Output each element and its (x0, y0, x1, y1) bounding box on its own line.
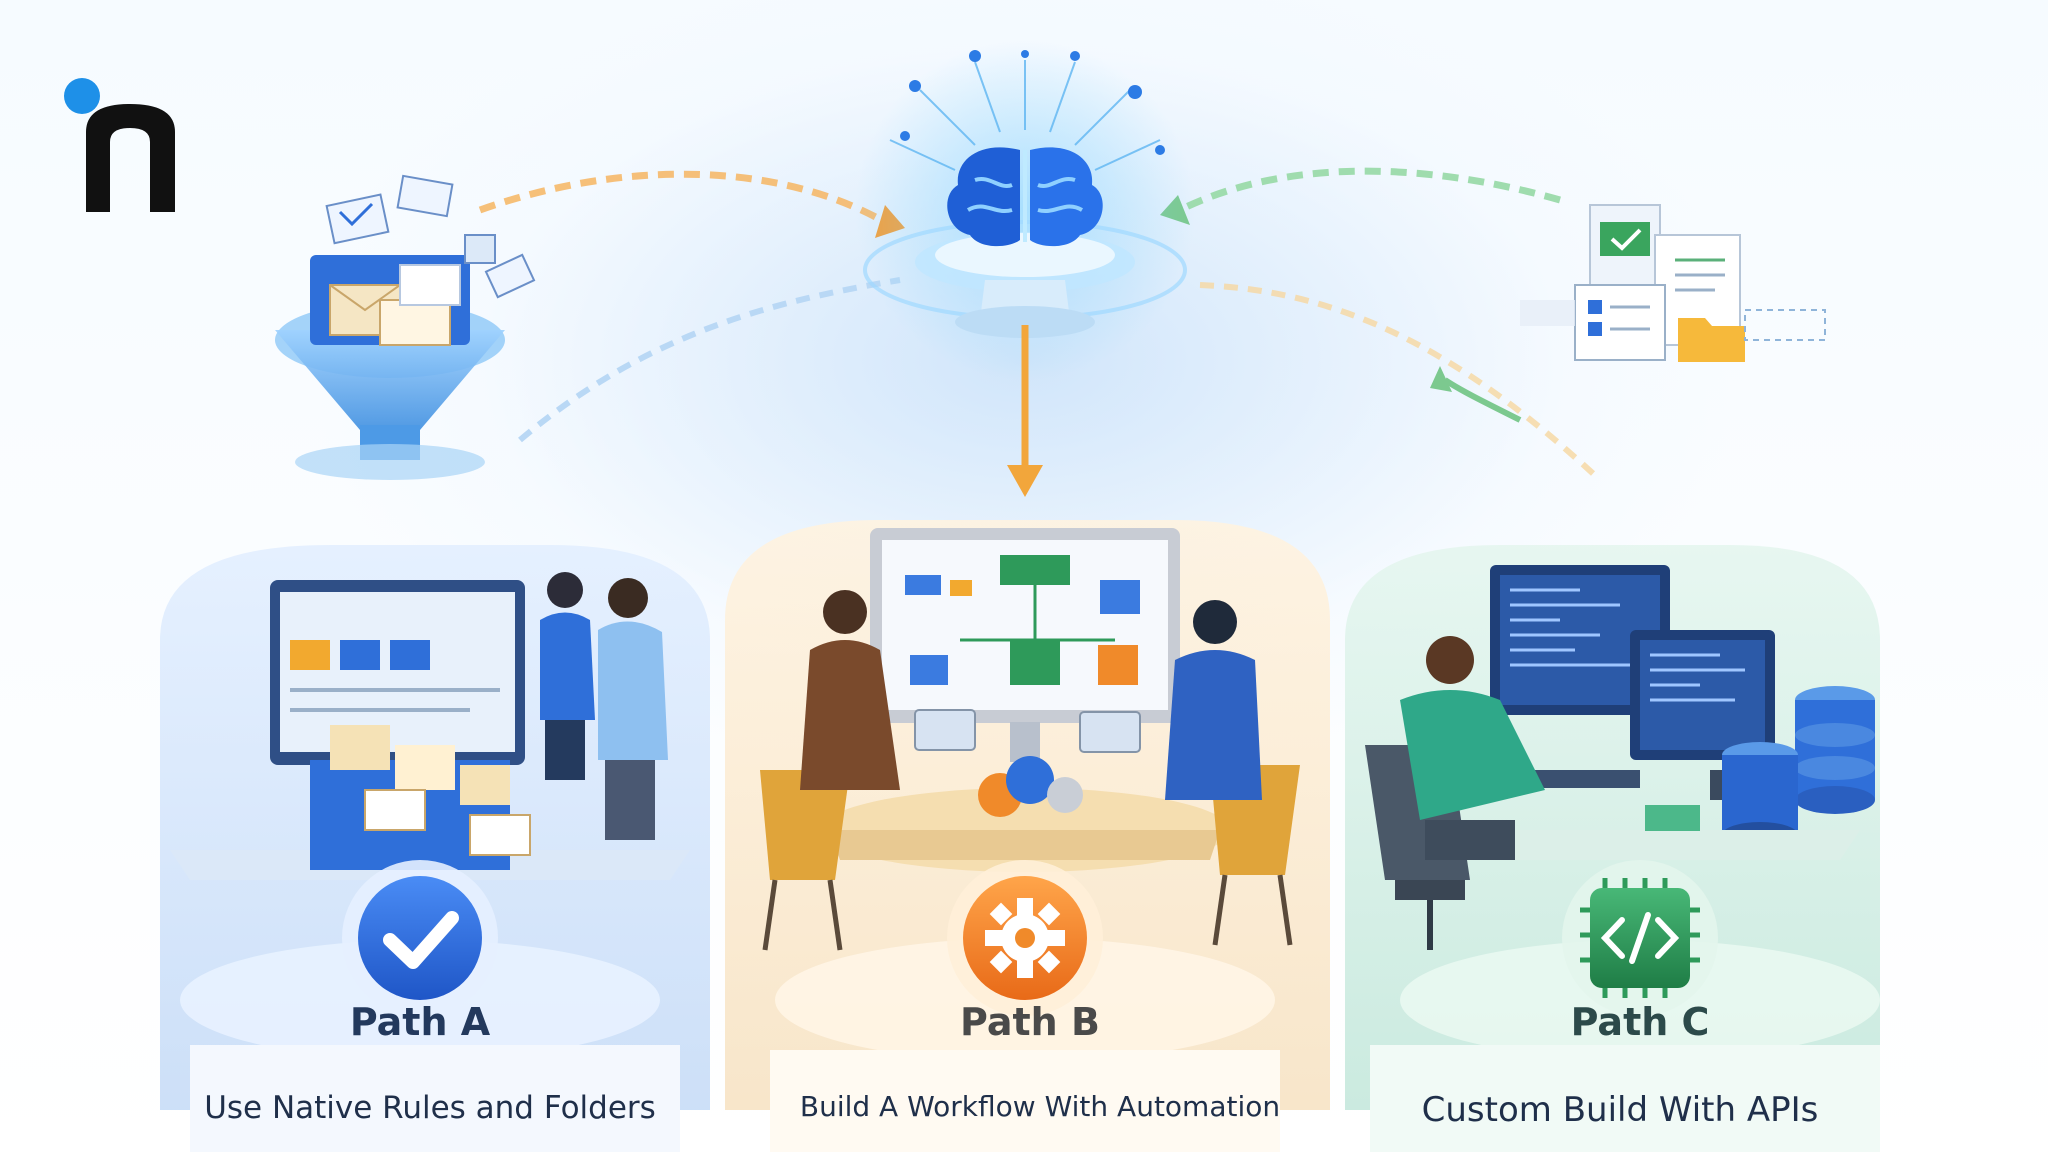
path-c-title: Path C (1570, 1000, 1710, 1044)
path-b-title: Path B (960, 1000, 1100, 1044)
path-b-caption-band (770, 1050, 1280, 1152)
database-stack-icon (1722, 686, 1875, 848)
documents-folder-icon (1520, 204, 1826, 362)
path-a-caption: Use Native Rules and Folders (204, 1090, 656, 1126)
ai-brain-hub (855, 40, 1195, 497)
path-c-caption-band (1370, 1045, 1880, 1152)
path-a-badge (180, 860, 660, 1060)
ai-brain-icon (947, 147, 1103, 247)
n-logo-icon (64, 78, 175, 212)
path-c-badge (1400, 860, 1880, 1060)
path-a-caption-band (190, 1045, 680, 1152)
path-b-caption: Build A Workflow With Automation (799, 1090, 1281, 1123)
code-chip-icon (1580, 878, 1700, 998)
path-b-badge (775, 860, 1275, 1062)
path-c-caption: Custom Build With APIs (1421, 1090, 1819, 1130)
email-funnel-icon (275, 174, 536, 480)
path-a-title: Path A (349, 1000, 491, 1044)
gear-icon (985, 898, 1065, 978)
checkmark-icon (383, 911, 459, 969)
